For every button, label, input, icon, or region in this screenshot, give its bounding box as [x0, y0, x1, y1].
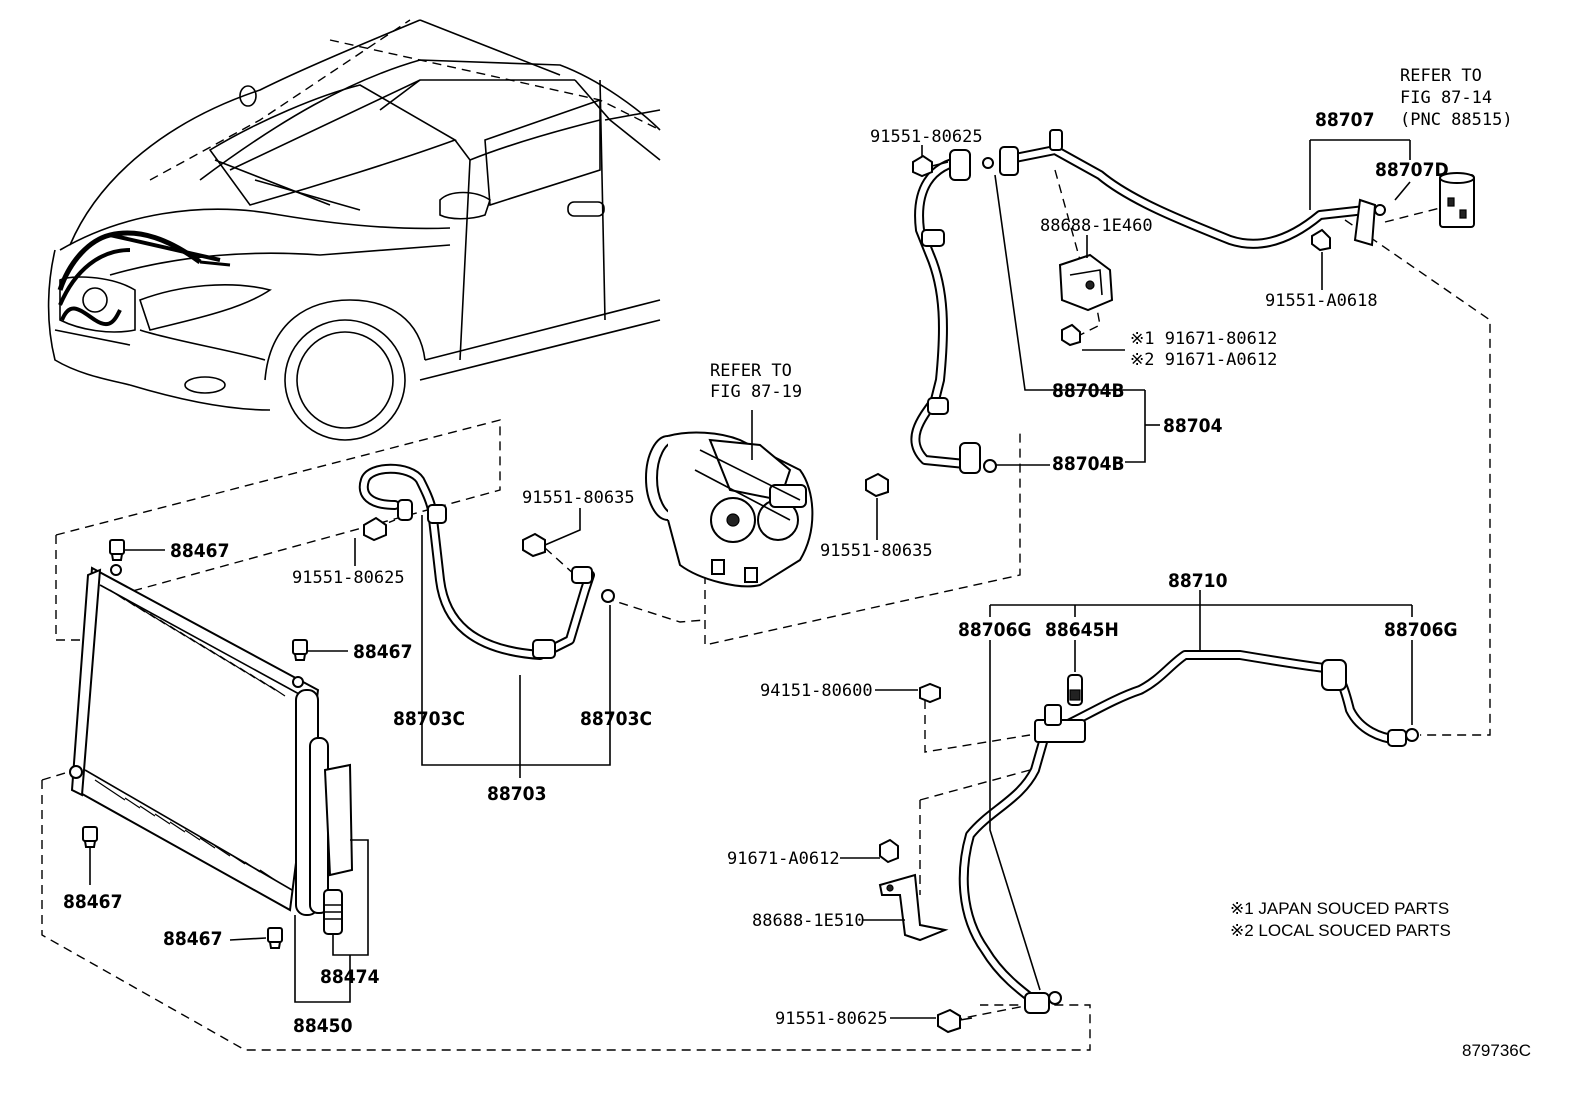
label-88707: 88707 [1315, 109, 1374, 131]
bolt-91551-80635-right [865, 472, 889, 498]
label-88450: 88450 [293, 1015, 353, 1037]
bolt-91671-A0612 [879, 838, 899, 864]
label-91551-80625-top: 91551-80625 [870, 127, 983, 147]
label-88688-1E510: 88688-1E510 [752, 911, 865, 931]
label-88467-d: 88467 [163, 928, 222, 950]
footnote-japan-sourced: ※1 JAPAN SOUCED PARTS [1230, 899, 1449, 918]
plug-88467-a [109, 539, 125, 561]
bolt-91551-80625-bottom [937, 1008, 973, 1034]
filter-88474 [323, 889, 343, 935]
plug-88467-d [267, 927, 283, 949]
refrigerant-lines [358, 129, 1419, 1014]
label-91551-80635-left: 91551-80635 [522, 488, 635, 508]
expansion-valve [1439, 172, 1475, 228]
label-refer-to-mid-2: FIG 87-19 [710, 382, 802, 402]
label-refer-to-right-1: REFER TO [1400, 66, 1482, 86]
label-88706G-left: 88706G [958, 619, 1032, 641]
label-88474: 88474 [320, 966, 380, 988]
label-88706G-right: 88706G [1384, 619, 1458, 641]
label-88645H: 88645H [1045, 619, 1119, 641]
bracket-88688-1E510 [878, 873, 949, 942]
label-94151-80600: 94151-80600 [760, 681, 873, 701]
dashed-leader-lines [41, 169, 1491, 1051]
label-88704B-bottom: 88704B [1052, 453, 1125, 475]
label-91551-A0618: 91551-A0618 [1265, 291, 1378, 311]
label-88703C-right: 88703C [580, 708, 652, 730]
label-88704B-top: 88704B [1052, 380, 1125, 402]
condenser-assembly [69, 539, 354, 949]
label-88704: 88704 [1163, 415, 1223, 437]
plug-88467-b [292, 639, 308, 661]
label-88467-c: 88467 [63, 891, 122, 913]
label-88688-1E460: 88688-1E460 [1040, 216, 1153, 236]
label-refer-to-right-2: FIG 87-14 [1400, 88, 1492, 108]
label-88703: 88703 [487, 783, 546, 805]
label-91671-A0612: 91671-A0612 [727, 849, 840, 869]
footnote-local-sourced: ※2 LOCAL SOUCED PARTS [1230, 921, 1451, 940]
bolt-91551-80625-top [912, 154, 949, 178]
part-labels: 91551-80625 REFER TO FIG 87-14 (PNC 8851… [63, 66, 1531, 1060]
label-91551-80635-right: 91551-80635 [820, 541, 933, 561]
pressure-switch-88645H [1067, 674, 1083, 706]
compressor [645, 431, 814, 588]
plug-88467-c [82, 826, 98, 848]
label-91671-80612: ※1 91671-80612 [1130, 329, 1277, 349]
label-88467-b: 88467 [353, 641, 412, 663]
label-88467-a: 88467 [170, 540, 229, 562]
figure-id: 879736C [1462, 1041, 1531, 1060]
label-88703C-left: 88703C [393, 708, 465, 730]
small-parts [363, 154, 1475, 1034]
callout-lines [89, 139, 1413, 1019]
bolt-91671-80612 [1061, 323, 1081, 347]
bolt-91551-A0618 [1311, 228, 1331, 252]
bracket-88688-1E460 [1058, 253, 1114, 312]
label-88710: 88710 [1168, 570, 1228, 592]
label-91551-80625-left: 91551-80625 [292, 568, 405, 588]
label-88707D: 88707D [1375, 159, 1449, 181]
label-refer-to-mid-1: REFER TO [710, 361, 792, 381]
vehicle-illustration [47, 19, 661, 441]
label-refer-to-right-3: (PNC 88515) [1400, 110, 1513, 130]
bolt-91551-80625-left [363, 516, 387, 542]
label-91551-80625-bottom: 91551-80625 [775, 1009, 888, 1029]
label-91671-A0612-local: ※2 91671-A0612 [1130, 350, 1277, 370]
bolt-91551-80635-left [522, 532, 546, 558]
